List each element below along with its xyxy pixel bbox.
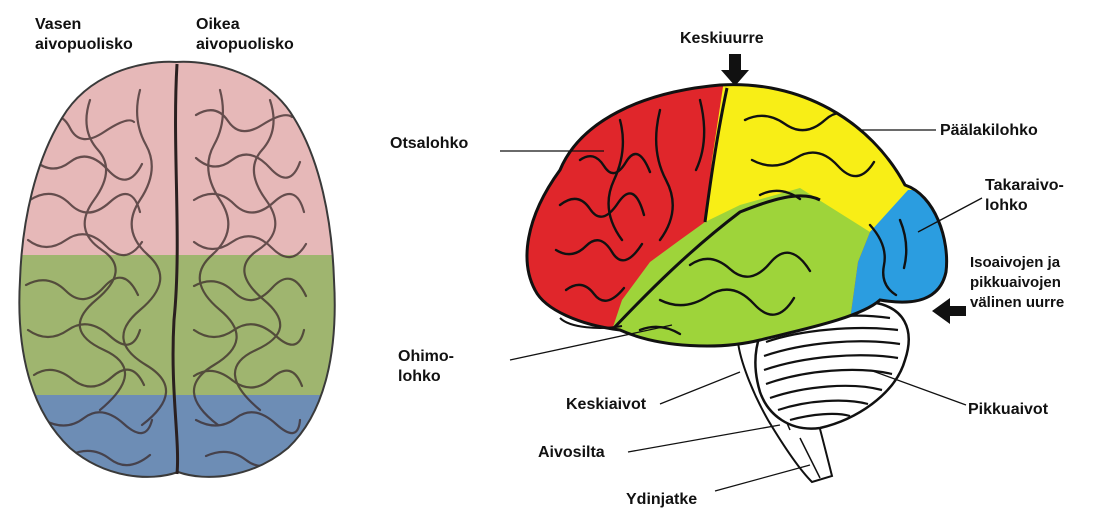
- central-sulcus-arrow-icon: [721, 54, 749, 86]
- parietal-lobe-label: Päälakilohko: [940, 121, 1038, 141]
- right-hemisphere-label: Oikea aivopuolisko: [196, 15, 294, 55]
- leader-midbrain: [660, 372, 740, 404]
- central-sulcus-label: Keskiuurre: [680, 29, 764, 49]
- top-frontal-region: [0, 50, 360, 255]
- pons-label: Aivosilta: [538, 443, 605, 463]
- top-occipital-region: [0, 395, 360, 495]
- cerebellum-label: Pikkuaivot: [968, 400, 1048, 420]
- temporal-lobe-label: Ohimo- lohko: [398, 347, 454, 387]
- fissure-arrow-icon: [932, 298, 966, 324]
- leader-temporal: [510, 325, 672, 360]
- side-view-brain: [500, 60, 980, 482]
- midbrain-label: Keskiaivot: [566, 395, 646, 415]
- frontal-lobe-label: Otsalohko: [390, 134, 468, 154]
- leader-pons: [628, 425, 780, 452]
- occipital-lobe-label: Takaraivo- lohko: [985, 176, 1064, 216]
- leader-medulla: [715, 465, 810, 491]
- transverse-fissure-label: Isoaivojen ja pikkuaivojen välinen uurre: [970, 253, 1064, 313]
- top-view-brain: [0, 50, 360, 495]
- left-hemisphere-label: Vasen aivopuolisko: [35, 15, 133, 55]
- top-parietal-region: [0, 255, 360, 395]
- medulla-label: Ydinjatke: [626, 490, 697, 510]
